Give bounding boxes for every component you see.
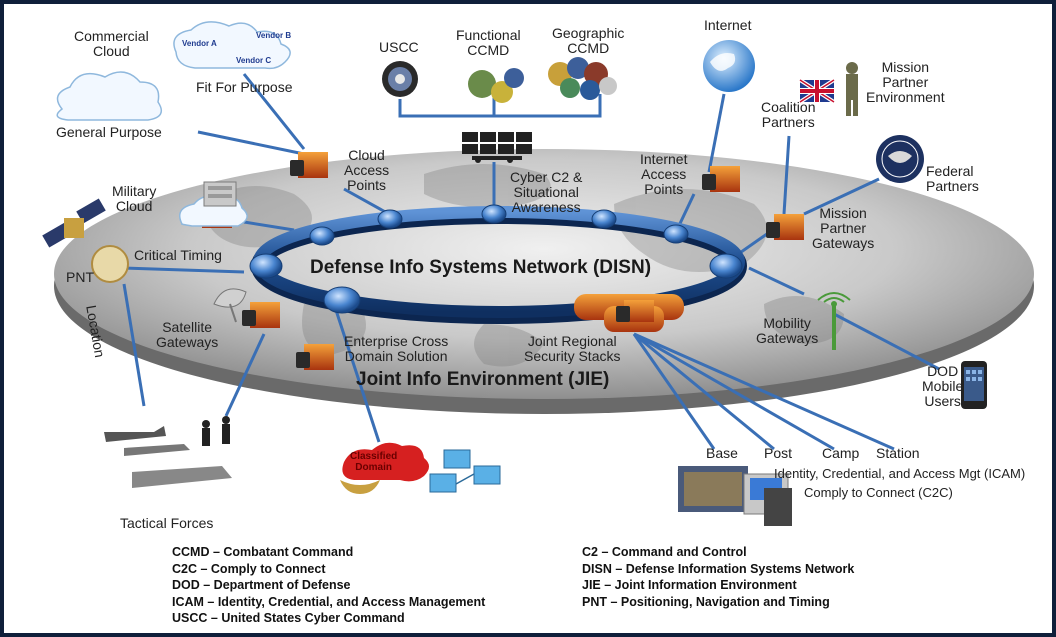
label-functional-ccmd: Functional CCMD — [456, 27, 521, 58]
label-critical-timing: Critical Timing — [134, 247, 222, 263]
label-general-purpose: General Purpose — [56, 124, 162, 140]
label-mission-partner-environment: Mission Partner Environment — [866, 59, 945, 105]
label-cloud-access-points: Cloud Access Points — [344, 147, 390, 193]
label-icam: Identity, Credential, and Access Mgt (IC… — [774, 466, 1026, 481]
label-vendor-a: Vendor A — [182, 39, 217, 48]
cyber-c2-monitors — [462, 132, 532, 163]
legend-item: DISN – Defense Information Systems Netwo… — [582, 561, 855, 576]
usscc-seal-icon — [382, 61, 418, 97]
world-map-texture — [204, 164, 844, 367]
legend-item: ICAM – Identity, Credential, and Access … — [172, 594, 486, 609]
legend-item: DOD – Department of Defense — [172, 578, 351, 592]
label-post: Post — [764, 445, 793, 461]
diagram-graphics — [42, 21, 1034, 526]
legend-item: C2C – Comply to Connect — [172, 561, 326, 576]
installation-photos — [678, 466, 792, 526]
soldier-icon — [846, 62, 858, 116]
label-classified-domain: Classified Domain — [350, 451, 398, 473]
legend-left: CCMD – Combatant Command C2C – Comply to… — [172, 544, 485, 627]
classified-domain-icon — [340, 442, 501, 494]
label-commercial-cloud: Commercial Cloud — [74, 28, 149, 59]
ring-nodes — [249, 204, 743, 314]
geographic-ccmd-icon — [548, 57, 617, 100]
label-usscc: USCC — [379, 39, 419, 55]
label-station: Station — [876, 445, 920, 461]
label-vendor-c: Vendor C — [236, 56, 272, 65]
label-base: Base — [706, 445, 738, 461]
military-cloud-servers — [203, 181, 237, 207]
label-c2c: Comply to Connect (C2C) — [804, 485, 953, 500]
label-satellite-gateways: Satellite Gateways — [156, 319, 219, 350]
coalition-flag-icon — [798, 78, 836, 104]
label-cyber-c2: Cyber C2 & Situational Awareness — [510, 169, 583, 215]
label-tactical-forces: Tactical Forces — [120, 515, 214, 531]
label-mission-partner-gateways: Mission Partner Gateways — [812, 205, 875, 251]
federal-seal-icon — [876, 135, 924, 183]
label-coalition-partners: Coalition Partners — [761, 99, 816, 130]
label-mobility-gateways: Mobility Gateways — [756, 315, 819, 346]
legend-right: C2 – Command and Control DISN – Defense … — [582, 544, 854, 610]
label-internet-access-points: Internet Access Points — [640, 151, 688, 197]
label-jie: Joint Info Environment (JIE) — [356, 369, 610, 390]
internet-globe-icon — [703, 40, 755, 92]
legend-item: CCMD – Combatant Command — [172, 545, 354, 559]
label-fit-for-purpose: Fit For Purpose — [196, 79, 293, 95]
jie-diagram: Commercial Cloud Vendor A Vendor B Vendo… — [4, 4, 1052, 633]
label-pnt: PNT — [66, 269, 94, 285]
label-camp: Camp — [822, 445, 860, 461]
jie-disk — [54, 149, 1034, 399]
label-dod-mobile-users: DOD Mobile Users — [922, 363, 964, 409]
label-geographic-ccmd: Geographic CCMD — [552, 25, 625, 56]
label-vendor-b: Vendor B — [256, 31, 292, 40]
satellite-dish-icon — [213, 288, 247, 323]
functional-ccmd-icon — [468, 68, 524, 103]
label-disn: Defense Info Systems Network (DISN) — [310, 257, 652, 278]
legend-item: USCC – United States Cyber Command — [172, 611, 405, 625]
label-federal-partners: Federal Partners — [926, 163, 979, 194]
usscc-ccmd-bus — [398, 94, 602, 118]
mobile-phone-icon — [961, 361, 987, 409]
legend-item: JIE – Joint Information Environment — [582, 578, 797, 592]
pnt-satellite-icon — [42, 198, 129, 283]
legend-item: PNT – Positioning, Navigation and Timing — [582, 594, 830, 609]
label-internet: Internet — [704, 17, 752, 33]
legend-item: C2 – Command and Control — [582, 545, 747, 559]
label-enterprise-cross-domain: Enterprise Cross Domain Solution — [344, 333, 449, 364]
mobility-tower-icon — [817, 292, 851, 350]
label-jrss: Joint Regional Security Stacks — [524, 333, 621, 364]
connectors — [122, 73, 940, 451]
tactical-forces-icon — [104, 416, 232, 488]
label-military-cloud: Military Cloud — [112, 183, 157, 214]
